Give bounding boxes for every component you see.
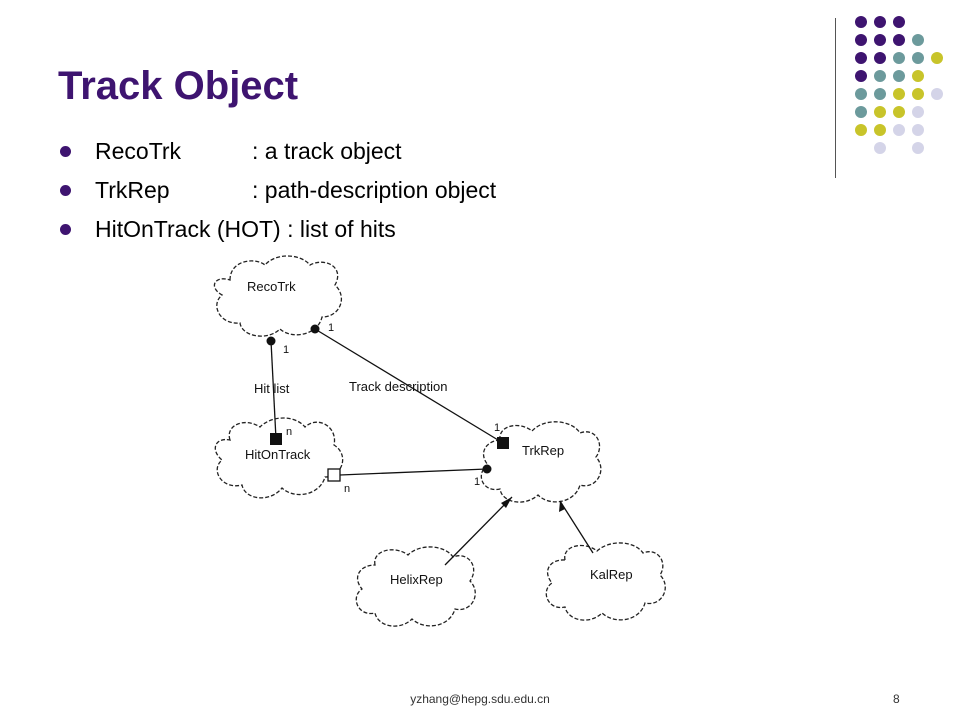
hitontrack-cloud-shape (214, 417, 344, 499)
decor-dot (874, 142, 886, 154)
decor-dot (912, 88, 924, 100)
decor-dot (893, 88, 905, 100)
decor-dot (874, 16, 886, 28)
bullet-description: : list of hits (280, 216, 396, 242)
node-label-trkrep: TrkRep (522, 443, 564, 458)
hot-trkrep-connector (339, 468, 488, 476)
corner-divider (835, 18, 836, 178)
multiplicity-hot-trkrep-left: n (344, 483, 350, 495)
decor-dot (855, 106, 867, 118)
node-label-kalrep: KalRep (590, 567, 633, 582)
bullet-item-trkrep: TrkRep : path-description object (60, 175, 496, 214)
decor-dot (855, 70, 867, 82)
hot-trkrep-hollow-square (327, 468, 341, 482)
node-label-hitontrack: HitOnTrack (245, 447, 311, 462)
edge-label-hitlist: Hit list (254, 381, 290, 396)
bullet-item-recotrk: RecoTrk : a track object (60, 136, 496, 175)
hitlist-start-dot (266, 336, 276, 346)
hitlist-aggregate-square (270, 433, 282, 445)
decor-dot (893, 106, 905, 118)
decor-dot (855, 34, 867, 46)
multiplicity-hitlist-top: 1 (283, 344, 289, 356)
decor-dot (855, 16, 867, 28)
track-description-connector (314, 328, 504, 444)
bullet-dot-icon (60, 185, 71, 196)
bullet-term: HitOnTrack (HOT) (95, 216, 281, 242)
helixrep-arrowhead (501, 497, 512, 508)
edge-label-track-description: Track description (349, 379, 448, 394)
kalrep-arrowhead (559, 501, 565, 512)
decor-dot (874, 106, 886, 118)
decor-dot (855, 124, 867, 136)
recotrk-cloud-shape (213, 255, 342, 337)
decor-dot (912, 52, 924, 64)
bullet-term: TrkRep (95, 177, 170, 203)
decor-dot (931, 52, 943, 64)
bullet-list: RecoTrk : a track object TrkRep : path-des… (60, 136, 496, 253)
slide-title: Track Object (58, 64, 299, 108)
decor-dot (874, 34, 886, 46)
decor-dot (874, 88, 886, 100)
page-number: 8 (893, 692, 900, 706)
kalrep-cloud-shape (545, 542, 666, 621)
decor-dot (855, 52, 867, 64)
kalrep-inherit-connector (559, 500, 594, 554)
decor-dot (912, 106, 924, 118)
decor-dot (912, 70, 924, 82)
decor-dot (893, 34, 905, 46)
multiplicity-track-description-bottom: 1 (494, 422, 500, 434)
decor-dot (931, 88, 943, 100)
multiplicity-hot-trkrep-right: 1 (474, 476, 480, 488)
bullet-item-hitontrack: HitOnTrack (HOT) : list of hits (60, 214, 496, 253)
multiplicity-track-description-top: 1 (328, 322, 334, 334)
decor-dot (912, 124, 924, 136)
helixrep-inherit-connector (444, 496, 513, 566)
track-description-aggregate-square (497, 437, 509, 449)
decor-dot (912, 34, 924, 46)
decor-dot (874, 70, 886, 82)
footer-email: yzhang@hepg.sdu.edu.cn (410, 692, 550, 706)
decor-dot (874, 52, 886, 64)
bullet-dot-icon (60, 224, 71, 235)
helixrep-cloud-shape (355, 546, 476, 627)
bullet-description: : a track object (252, 138, 402, 164)
track-description-start-dot (310, 324, 320, 334)
multiplicity-hitlist-bottom: n (286, 426, 292, 438)
bullet-description: : path-description object (252, 177, 497, 203)
bullet-term: RecoTrk (95, 138, 182, 164)
track-object-diagram: RecoTrk HitOnTrack TrkRep HelixRep KalRe… (213, 255, 666, 627)
decor-dot (893, 124, 905, 136)
hitlist-connector (270, 340, 277, 440)
decor-dot (912, 142, 924, 154)
decor-dot (855, 88, 867, 100)
decor-dot (893, 52, 905, 64)
node-label-recotrk: RecoTrk (247, 279, 296, 294)
decorative-dot-grid (855, 16, 943, 154)
bullet-dot-icon (60, 146, 71, 157)
decor-dot (893, 16, 905, 28)
decor-dot (874, 124, 886, 136)
node-label-helixrep: HelixRep (390, 572, 443, 587)
decor-dot (893, 70, 905, 82)
hot-trkrep-end-dot (482, 464, 492, 474)
